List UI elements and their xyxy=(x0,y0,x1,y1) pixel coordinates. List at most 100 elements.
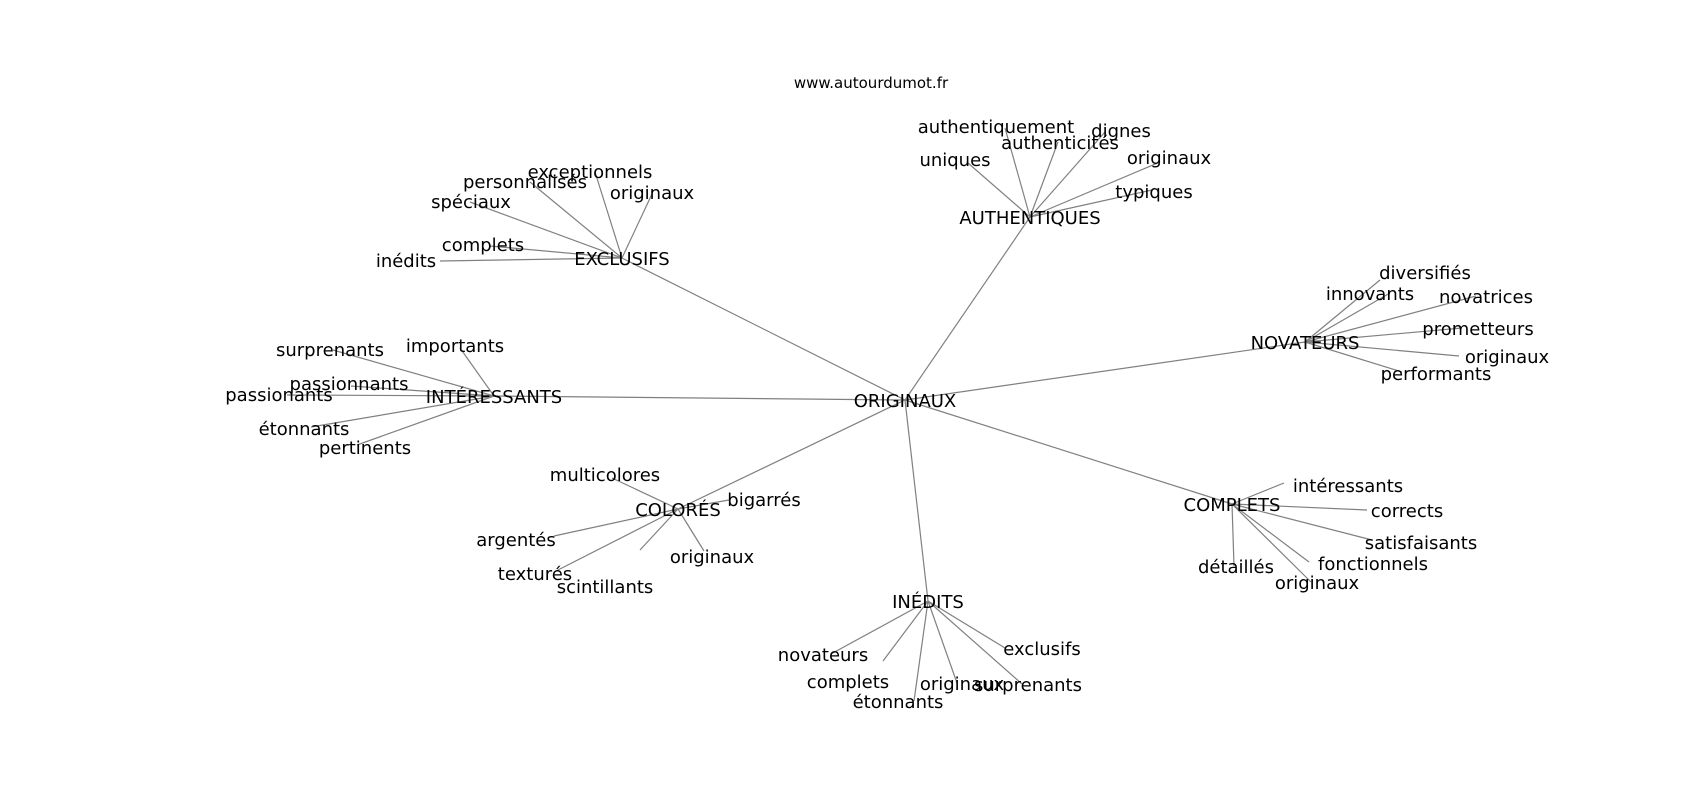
hub-node-label[interactable]: NOVATEURS xyxy=(1251,333,1360,354)
leaf-node-label[interactable]: détaillés xyxy=(1198,557,1274,578)
leaf-node-label[interactable]: exceptionnels xyxy=(528,162,653,183)
leaf-node-label[interactable]: passionnants xyxy=(290,374,409,395)
leaf-node-label[interactable]: dignes xyxy=(1091,121,1151,142)
leaf-node-label[interactable]: originaux xyxy=(1465,347,1550,368)
edge-hub-leaf xyxy=(356,395,495,446)
leaf-node-label[interactable]: importants xyxy=(406,336,504,357)
edge-hub-leaf xyxy=(1004,127,1031,218)
edge-hub-leaf xyxy=(459,347,495,397)
hub-node-label[interactable]: AUTHENTIQUES xyxy=(959,208,1100,229)
leaf-node-label[interactable]: corrects xyxy=(1371,501,1443,522)
leaf-node-label[interactable]: fonctionnels xyxy=(1318,554,1428,575)
edge-hub-leaf xyxy=(310,395,495,428)
edge-hub-leaf xyxy=(1029,161,1161,218)
edge-hub-leaf xyxy=(555,508,679,572)
hub-node-label[interactable]: INTÉRESSANTS xyxy=(426,386,562,408)
edge-hub-leaf xyxy=(1231,482,1285,505)
leaf-node-label[interactable]: multicolores xyxy=(550,465,660,486)
leaf-node-label[interactable]: novateurs xyxy=(778,645,868,666)
leaf-node-label[interactable]: inédits xyxy=(376,251,436,272)
graph-labels: ORIGINAUX AUTHENTIQUES authentiquementauth… xyxy=(225,117,1549,713)
edge-hub-leaf xyxy=(1304,279,1381,343)
edge-hub-leaf xyxy=(1304,341,1460,357)
leaf-node-label[interactable]: originaux xyxy=(1127,148,1212,169)
hub-node-label[interactable]: EXCLUSIFS xyxy=(574,249,669,270)
edge-hub-leaf xyxy=(1029,141,1059,218)
edge-hub-leaf xyxy=(967,162,1031,218)
edge-hub-leaf xyxy=(1029,189,1153,218)
leaf-node-label[interactable]: spéciaux xyxy=(431,192,511,213)
edge-hub-leaf xyxy=(913,600,929,702)
leaf-node-label[interactable]: étonnants xyxy=(853,692,944,713)
edge-center-hub xyxy=(904,399,1233,505)
leaf-node-label[interactable]: texturés xyxy=(498,564,572,585)
leaf-node-label[interactable]: novatrices xyxy=(1439,287,1533,308)
edge-hub-leaf xyxy=(639,508,679,551)
edge-hub-leaf xyxy=(927,600,1023,685)
edge-hub-leaf xyxy=(611,477,679,510)
edge-hub-leaf xyxy=(677,499,730,510)
edge-hub-leaf xyxy=(882,600,929,662)
edge-hub-leaf xyxy=(677,508,705,552)
center-node-label[interactable]: ORIGINAUX xyxy=(854,391,957,412)
edge-hub-leaf xyxy=(529,181,623,259)
leaf-node-label[interactable]: uniques xyxy=(919,150,990,171)
edge-hub-leaf xyxy=(489,245,623,259)
edge-hub-leaf xyxy=(927,600,958,684)
edge-hub-leaf xyxy=(1304,327,1463,343)
edge-hub-leaf xyxy=(927,600,1006,649)
leaf-node-label[interactable]: typiques xyxy=(1115,182,1192,203)
leaf-node-label[interactable]: authentiquement xyxy=(918,117,1074,138)
edge-hub-leaf xyxy=(1231,503,1310,563)
leaf-node-label[interactable]: passionants xyxy=(225,385,333,406)
leaf-node-label[interactable]: personnalisés xyxy=(463,172,587,193)
leaf-node-label[interactable]: innovants xyxy=(1326,284,1414,305)
hub-node-label[interactable]: INÉDITS xyxy=(892,591,964,613)
leaf-node-label[interactable]: surprenants xyxy=(276,340,384,361)
edge-hub-leaf xyxy=(1231,503,1373,541)
leaf-node-label[interactable]: authenticités xyxy=(1001,133,1119,154)
leaf-node-label[interactable]: complets xyxy=(442,235,524,256)
edge-center-hub xyxy=(621,257,906,401)
edge-hub-leaf xyxy=(1304,295,1477,343)
leaf-node-label[interactable]: originaux xyxy=(1275,573,1360,594)
leaf-node-label[interactable]: scintillants xyxy=(557,577,654,598)
edge-hub-leaf xyxy=(594,171,623,259)
leaf-node-label[interactable]: étonnants xyxy=(259,419,350,440)
edge-center-hub xyxy=(493,395,906,401)
leaf-node-label[interactable]: pertinents xyxy=(319,438,411,459)
edge-center-hub xyxy=(677,399,906,510)
edge-hub-leaf xyxy=(1304,292,1391,343)
edge-hub-leaf xyxy=(1029,131,1106,218)
leaf-node-label[interactable]: prometteurs xyxy=(1422,319,1533,340)
leaf-node-label[interactable]: exclusifs xyxy=(1003,639,1081,660)
leaf-node-label[interactable]: surprenants xyxy=(974,675,1082,696)
edge-center-hub xyxy=(904,341,1306,401)
leaf-node-label[interactable]: argentés xyxy=(476,530,556,551)
leaf-node-label[interactable]: diversifiés xyxy=(1379,263,1471,284)
leaf-node-label[interactable]: performants xyxy=(1381,364,1492,385)
leaf-node-label[interactable]: complets xyxy=(807,672,889,693)
leaf-node-label[interactable]: satisfaisants xyxy=(1365,533,1477,554)
edge-hub-leaf xyxy=(553,508,679,537)
graph-edges xyxy=(286,127,1477,702)
hub-node-label[interactable]: COMPLETS xyxy=(1184,495,1281,516)
hub-node-label[interactable]: COLORÉS xyxy=(635,499,721,521)
edge-hub-leaf xyxy=(1231,503,1368,511)
edge-hub-leaf xyxy=(332,349,495,397)
leaf-node-label[interactable]: intéressants xyxy=(1293,476,1403,497)
edge-hub-leaf xyxy=(350,385,495,397)
leaf-node-label[interactable]: bigarrés xyxy=(727,490,800,511)
edge-hub-leaf xyxy=(286,394,495,397)
edge-hub-leaf xyxy=(439,257,623,262)
edge-hub-leaf xyxy=(621,193,653,259)
edge-hub-leaf xyxy=(469,201,623,259)
edge-hub-leaf xyxy=(1304,341,1403,373)
leaf-node-label[interactable]: originaux xyxy=(610,183,695,204)
leaf-node-label[interactable]: originaux xyxy=(920,674,1005,695)
edge-hub-leaf xyxy=(1231,503,1235,567)
edge-hub-leaf xyxy=(1231,503,1312,583)
edge-center-hub xyxy=(904,399,929,602)
leaf-node-label[interactable]: originaux xyxy=(670,547,755,568)
